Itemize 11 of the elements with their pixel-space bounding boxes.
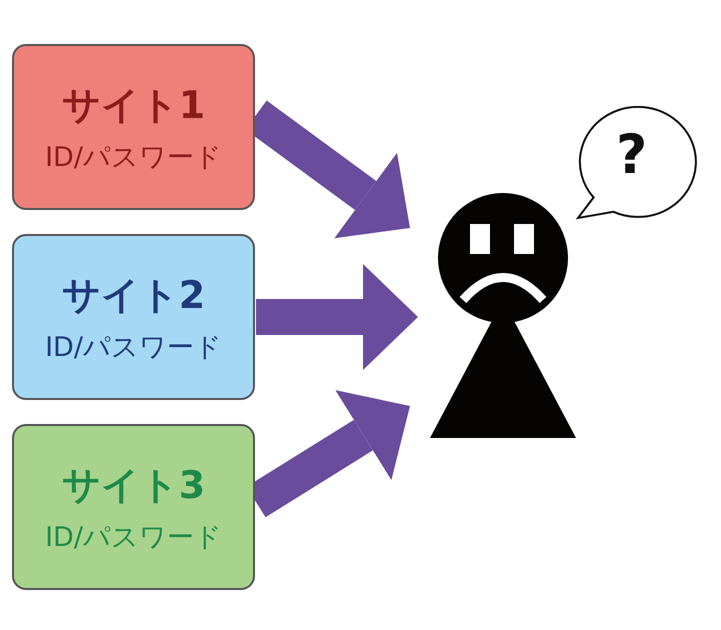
site-name: サイト2 [62,272,206,318]
question-mark: ? [616,128,648,182]
site-card [12,44,255,210]
sad-person-drawing [428,190,578,440]
credentials-text: ID/パスワード [45,520,222,554]
credentials-text: ID/パスワード [45,140,222,174]
credentials-text: ID/パスワード [45,330,222,364]
site-card [12,424,255,590]
site-name: サイト1 [62,82,206,128]
site-card [12,234,255,400]
site-name: サイト3 [62,462,206,508]
